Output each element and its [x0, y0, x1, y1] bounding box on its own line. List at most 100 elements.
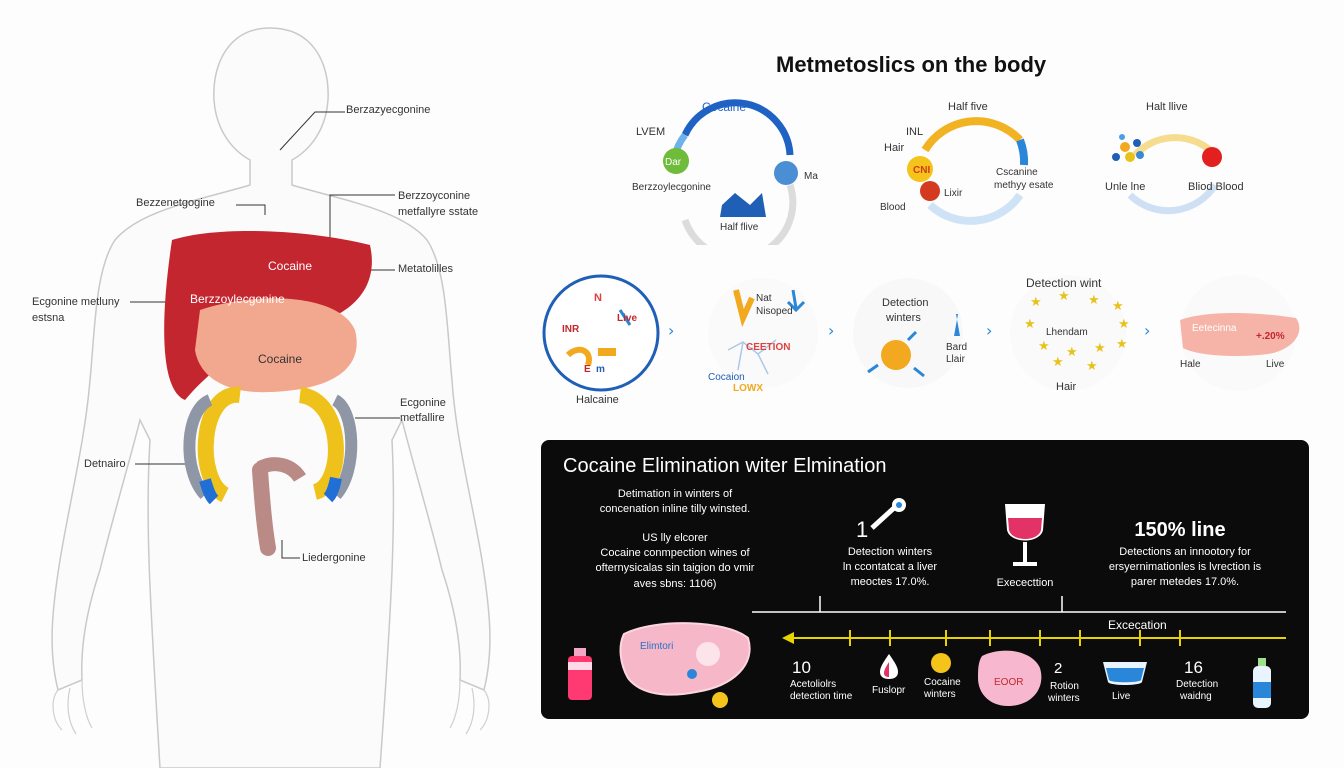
pancreas	[195, 298, 357, 393]
label-pancreas-cocaine: Cocaine	[258, 352, 303, 366]
cycle2-label-6: Blood	[880, 202, 906, 213]
label-ecgonine-right-1: Ecgonine	[400, 397, 446, 409]
process-glyph-2	[733, 289, 755, 328]
svg-text:★: ★	[1052, 355, 1064, 370]
proc1-label-4: m	[596, 364, 605, 375]
label-metabolites: Metatolilles	[398, 263, 454, 275]
proc3-label-2: Bard	[946, 342, 968, 353]
cycle3-label-1: Bliod Blood	[1188, 181, 1244, 193]
panel-t6-1: Detection	[1176, 679, 1219, 690]
process-circle-4	[1010, 275, 1126, 391]
process-node-orange	[881, 340, 911, 370]
label-benzoyl-top: Berzazyecgonine	[346, 104, 431, 116]
cup-icon	[1103, 662, 1147, 685]
bottle-icon	[568, 648, 592, 700]
svg-text:›: ›	[986, 321, 992, 340]
label-ecgonine-left-2: estsna	[32, 312, 65, 324]
label-ecgonine-left-1: Ecgonine metluny	[32, 296, 120, 308]
panel-text1-1: Detimation in winters of	[617, 488, 733, 500]
cycle3-arc-bottom	[1127, 183, 1218, 215]
proc2-label-1: Nisoped	[756, 306, 793, 317]
cycle1-label-2: Berzzoylecgonine	[632, 182, 711, 193]
panel-text2-1: US lly elcorer	[642, 532, 708, 544]
kidney-left	[183, 394, 214, 500]
cycle2-label-1: Hair	[884, 142, 905, 154]
cycle1-node-green	[663, 148, 689, 174]
label-detaairo: Detnairo	[84, 458, 126, 470]
cycle2-label-3: Lixir	[944, 188, 963, 199]
proc1-label-3: E	[584, 364, 591, 375]
proc3-label-1: winters	[886, 312, 921, 324]
panel-t5: Live	[1112, 691, 1131, 702]
cycle1-label-3: Ma	[804, 171, 818, 182]
cycle-diagrams	[663, 99, 1222, 245]
panel-t1-1: Acetoliolrs	[790, 679, 837, 690]
panel-text2-4: aves sbns: 1106)	[633, 578, 717, 590]
coin-icon	[931, 653, 951, 673]
panel-mid-2: ln ccontatcat a liver	[842, 561, 938, 573]
label-benzo-right-2: metfallyre sstate	[398, 206, 479, 218]
proc1-label-2: INR	[562, 324, 580, 335]
right-hand	[449, 679, 490, 735]
page-title: Metmetoslics on the body	[776, 52, 1047, 77]
droplet-icon	[880, 654, 898, 679]
cycle1-glyph	[720, 193, 766, 217]
proc2-label-0: Nat	[756, 293, 772, 304]
panel-t3-2: winters	[924, 689, 956, 700]
panel-mid-1: Detection winters	[847, 546, 933, 558]
cycle1-label-4: Half flive	[720, 222, 759, 233]
cycle2-arc-bottom	[927, 192, 1024, 225]
panel-t6-num: 16	[1184, 658, 1203, 677]
cycle2-arc-top	[921, 117, 1023, 153]
proc1-label-0: N	[594, 292, 602, 304]
svg-text:★: ★	[1024, 317, 1036, 332]
proc5-label-2: Hale	[1180, 359, 1201, 370]
label-ecgonine-right-2: metfallire	[400, 412, 445, 424]
timeline	[752, 596, 1286, 646]
svg-text:★: ★	[1118, 317, 1130, 332]
svg-text:★: ★	[1094, 341, 1106, 356]
panel-glass-label: Exececttion	[996, 577, 1054, 589]
panel-mid-number: 1	[856, 517, 869, 542]
panel-text2-3: ofternysicalas sin taigion do vmir	[595, 562, 755, 574]
label-liver-benzo: Berzzoylecgonine	[190, 292, 285, 306]
cycle2-label-0: INL	[906, 126, 924, 138]
label-lieder: Liedergonine	[302, 552, 366, 564]
kidney-right	[331, 394, 358, 499]
panel-excecation: Excecation	[1108, 618, 1167, 632]
panel-right-2: ersyernimationles is lvrection is	[1108, 561, 1262, 573]
svg-text:★: ★	[1038, 339, 1050, 354]
panel-liver-label: Elimtori	[640, 641, 674, 652]
cycle1-arc-bottom	[681, 183, 797, 245]
svg-text:★: ★	[1066, 345, 1078, 360]
panel-text1-2: concenation inline tilly winsted.	[599, 503, 751, 515]
panel-t3-1: Cocaine	[924, 677, 961, 688]
svg-text:★: ★	[1112, 299, 1124, 314]
proc2-label-2: CEETION	[746, 342, 791, 353]
proc5-label-3: Live	[1266, 359, 1285, 370]
label-benzo-left: Bezzenetgogine	[136, 197, 215, 209]
cycle1-node-blue	[774, 161, 798, 185]
svg-text:★: ★	[1116, 337, 1128, 352]
panel-title: Cocaine Elimination witer Elmination	[563, 455, 887, 477]
panel-right-3: parer metedes 17.0%.	[1130, 576, 1240, 588]
label-benzo-right-1: Berzzoyconine	[398, 190, 471, 202]
cycle2-label-5: methyy esate	[994, 180, 1054, 191]
proc3-label-3: Llair	[946, 354, 965, 365]
syringe-icon	[870, 498, 906, 530]
cycle2-node-yellow	[907, 156, 933, 182]
panel-mid-3: meoctes 17.0%.	[850, 576, 930, 588]
panel-t1-num: 10	[792, 658, 811, 677]
proc4-label-0: Lhendam	[1046, 327, 1088, 338]
proc2-label-4: LOWX	[733, 383, 763, 394]
cycle3-arc-top	[1132, 134, 1213, 158]
panel-t4-1: Rotion	[1050, 681, 1079, 692]
svg-text:›: ›	[668, 321, 674, 340]
process-circle-1	[542, 274, 660, 392]
body-silhouette	[51, 27, 491, 768]
cycle1-arc-top	[681, 99, 794, 156]
cycle3-label-0: Unle lne	[1105, 181, 1146, 193]
panel-right-title: 150% line	[1134, 519, 1226, 541]
process-stars: ★★★★ ★★★★ ★★★★	[1024, 289, 1130, 374]
panel-stomach: EOOR	[994, 677, 1024, 688]
